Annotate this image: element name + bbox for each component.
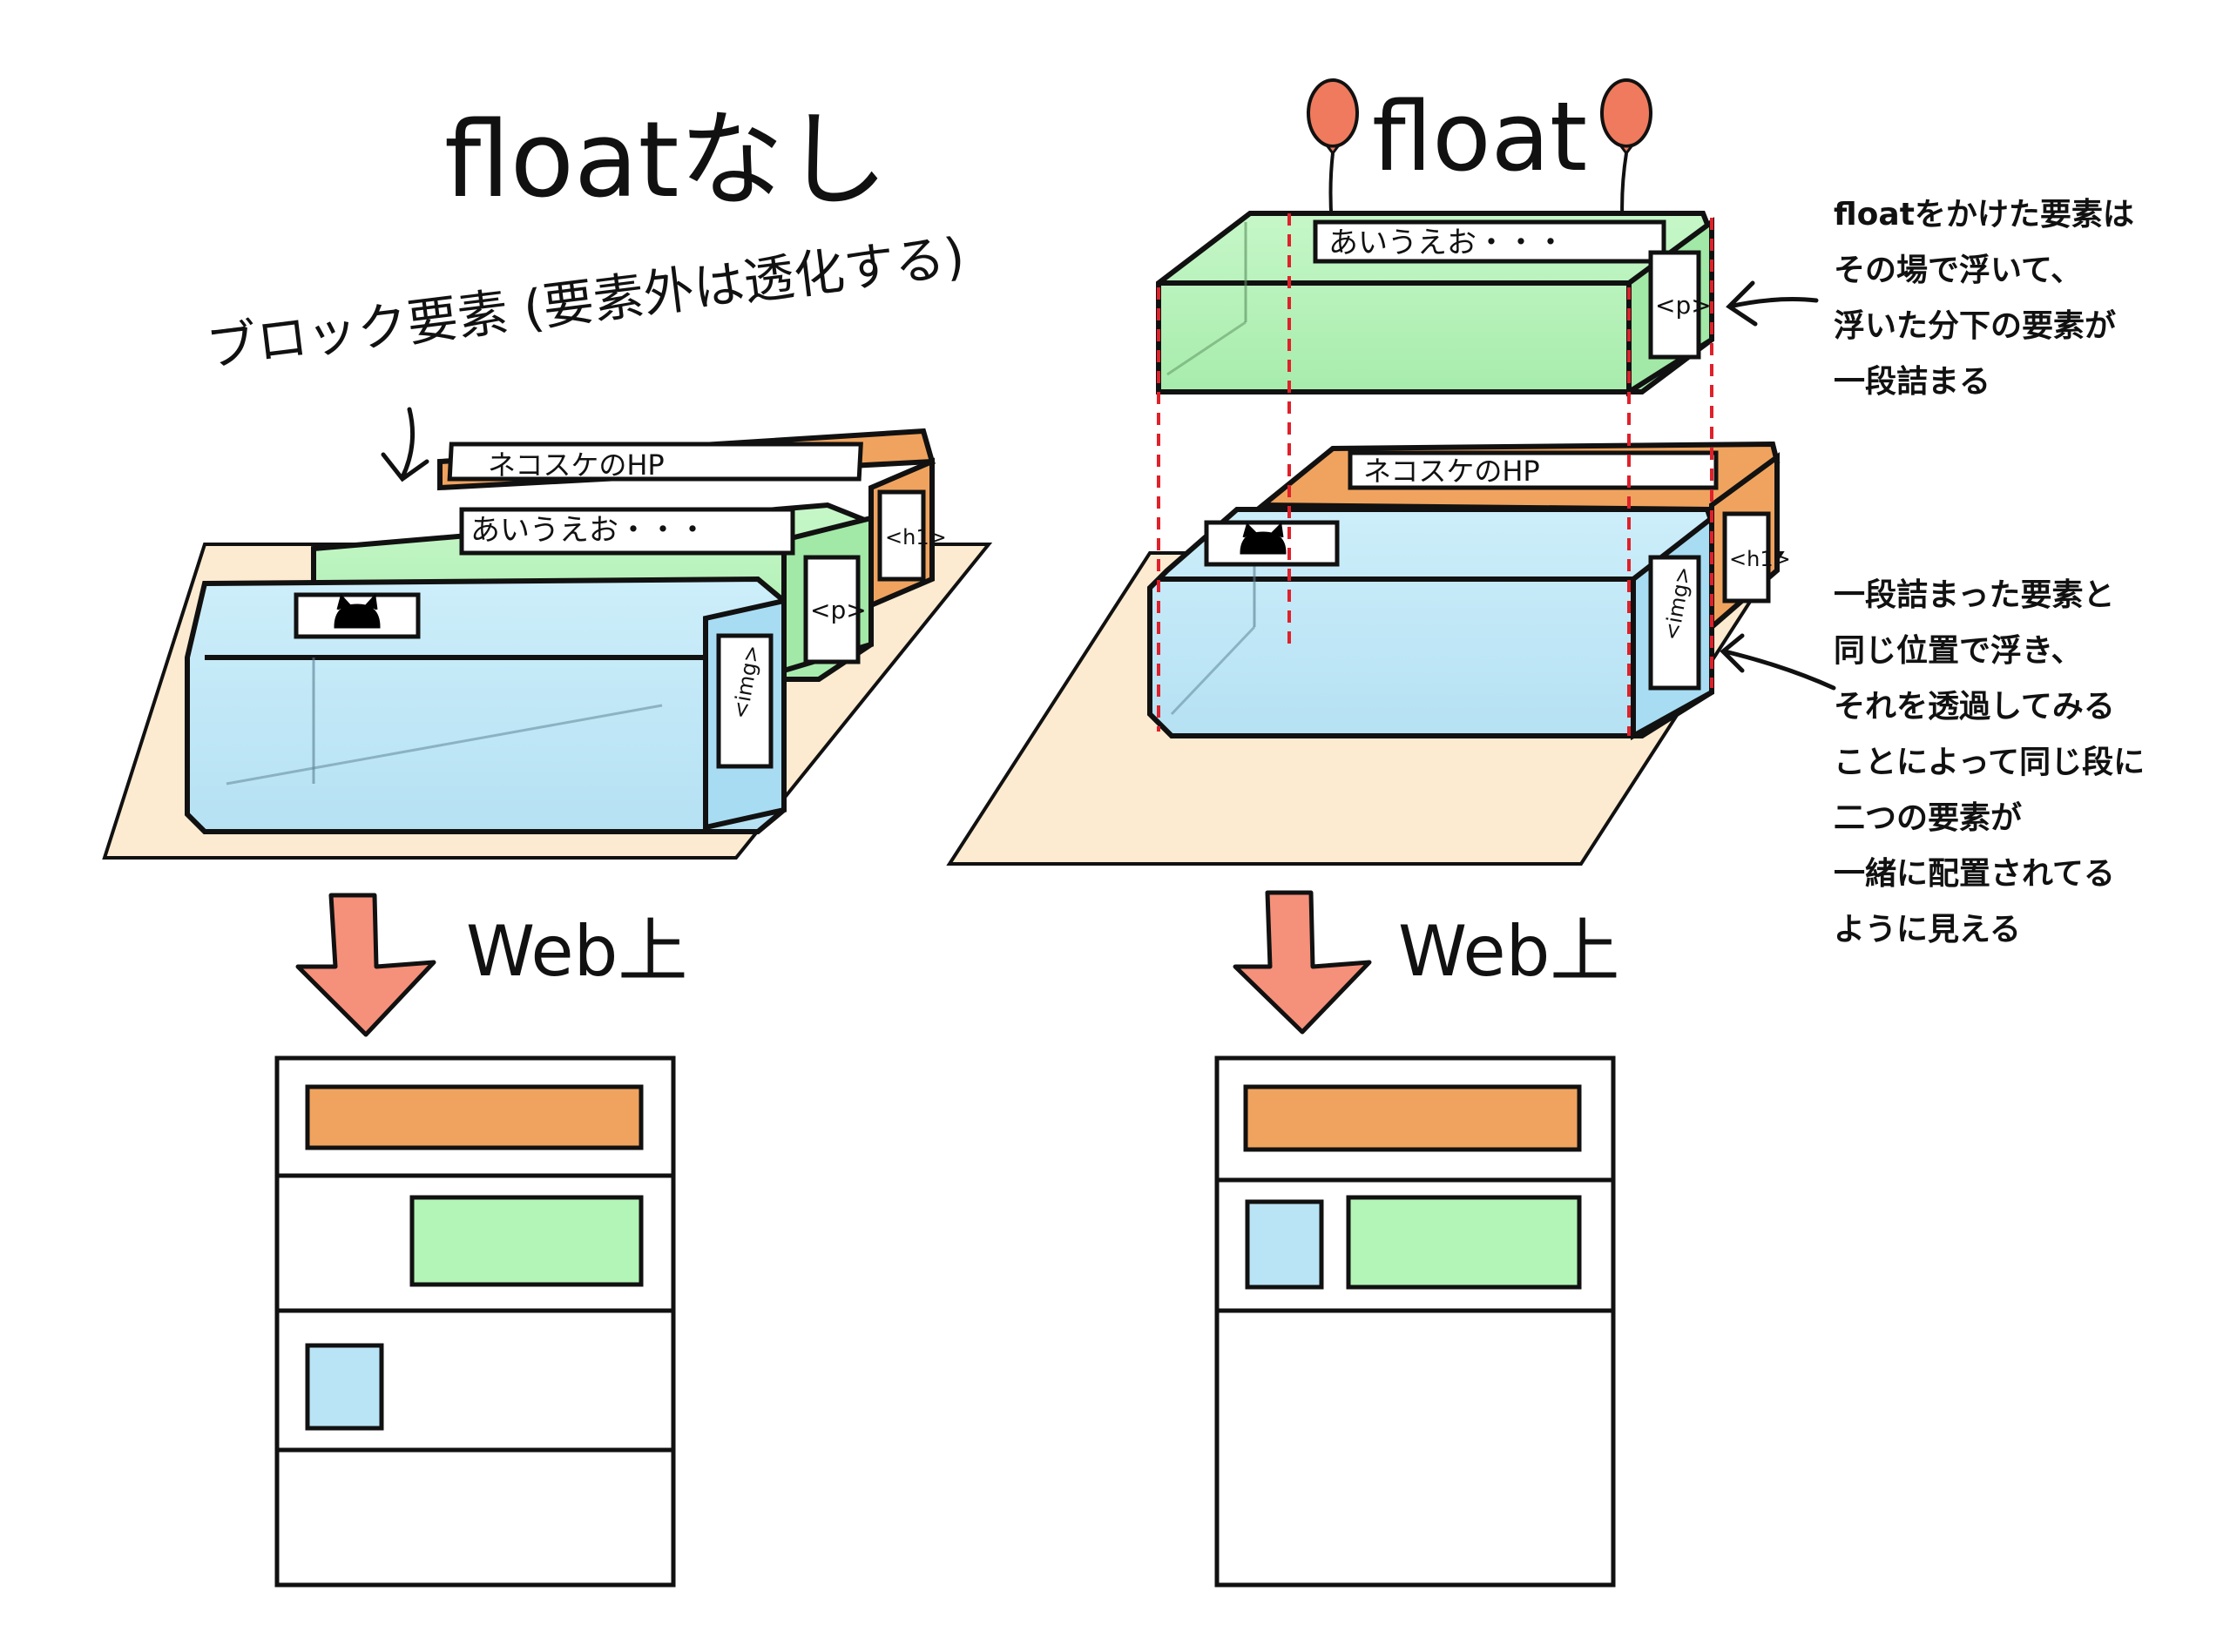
note-bottom-line: それを透過してみる bbox=[1834, 689, 2115, 725]
h1-block-text: ネコスケのHP bbox=[488, 448, 665, 482]
note-bottom-line: 同じ位置で浮き、 bbox=[1834, 633, 2083, 669]
right-h1-text: ネコスケのHP bbox=[1363, 455, 1540, 488]
balloon-right-icon bbox=[1600, 78, 1652, 232]
balloon-left-icon bbox=[1307, 78, 1359, 236]
left-web-p-bar bbox=[409, 1195, 644, 1287]
left-web-page bbox=[274, 1055, 676, 1588]
right-img-block: <img> bbox=[1147, 507, 1714, 741]
right-web-h1-bar bbox=[1243, 1084, 1582, 1152]
floating-p-tag: <p> bbox=[1655, 291, 1712, 320]
lower-pointer-arrow-icon bbox=[1720, 633, 1836, 691]
right-h1-tag: <h1> bbox=[1729, 547, 1791, 571]
p-tag: <p> bbox=[810, 596, 867, 624]
right-panel: float あいうえお・・・ <p> ネコスケのHP <h1> bbox=[946, 78, 1836, 1588]
right-web-label: Web上 bbox=[1398, 911, 1619, 992]
block-element-label: ブロック要素 (要素外は透化する) bbox=[203, 226, 967, 378]
floating-p-text: あいうえお・・・ bbox=[1328, 226, 1565, 260]
float-guide-lines bbox=[1157, 213, 1713, 736]
right-web-p-bar bbox=[1346, 1195, 1582, 1290]
p-block-text: あいうえお・・・ bbox=[470, 513, 707, 548]
note-bottom-line: 一緒に配置されてる bbox=[1834, 856, 2115, 892]
pointer-arrow-icon bbox=[381, 407, 429, 482]
right-web-img-square bbox=[1245, 1199, 1324, 1290]
note-top-line: 浮いた分下の要素が bbox=[1834, 308, 2117, 344]
right-cat-icon bbox=[1240, 522, 1287, 555]
note-top-line: floatをかけた要素は bbox=[1834, 197, 2134, 233]
note-top-line: その場で浮いて、 bbox=[1834, 253, 2083, 288]
note-bottom-line: ことによって同じ段に bbox=[1834, 745, 2146, 780]
right-title: float bbox=[1372, 81, 1587, 192]
overlap-explanation-note: 一段詰まった要素と 同じ位置で浮き、 それを透過してみる ことによって同じ段に … bbox=[1834, 568, 2145, 958]
left-panel: floatなし ブロック要素 (要素外は透化する) ネコスケのHP <h1> あ… bbox=[102, 100, 993, 1588]
left-down-arrow-icon bbox=[295, 893, 436, 1037]
cat-icon bbox=[334, 593, 381, 629]
left-web-label: Web上 bbox=[466, 911, 687, 992]
left-web-h1-bar bbox=[305, 1084, 644, 1150]
img-block: <img> bbox=[185, 576, 787, 834]
right-web-page bbox=[1214, 1055, 1616, 1588]
h1-block: ネコスケのHP <h1> bbox=[437, 428, 947, 610]
right-down-arrow-icon bbox=[1233, 890, 1372, 1035]
note-bottom-line: 一段詰まった要素と bbox=[1834, 577, 2115, 613]
right-h1-block: ネコスケのHP <h1> bbox=[1255, 441, 1791, 633]
float-explanation-note: floatをかけた要素は その場で浮いて、 浮いた分下の要素が 一段詰まる bbox=[1834, 187, 2134, 410]
left-web-img-square bbox=[305, 1343, 384, 1431]
h1-tag: <h1> bbox=[885, 525, 947, 550]
floating-pointer-arrow-icon bbox=[1726, 280, 1819, 327]
left-title: floatなし bbox=[444, 100, 889, 221]
note-top-line: 一段詰まる bbox=[1834, 364, 1991, 400]
note-bottom-line: ように見える bbox=[1834, 912, 2021, 947]
floating-p-block: あいうえお・・・ <p> bbox=[1156, 211, 1714, 397]
note-bottom-line: 二つの要素が bbox=[1834, 800, 2023, 836]
